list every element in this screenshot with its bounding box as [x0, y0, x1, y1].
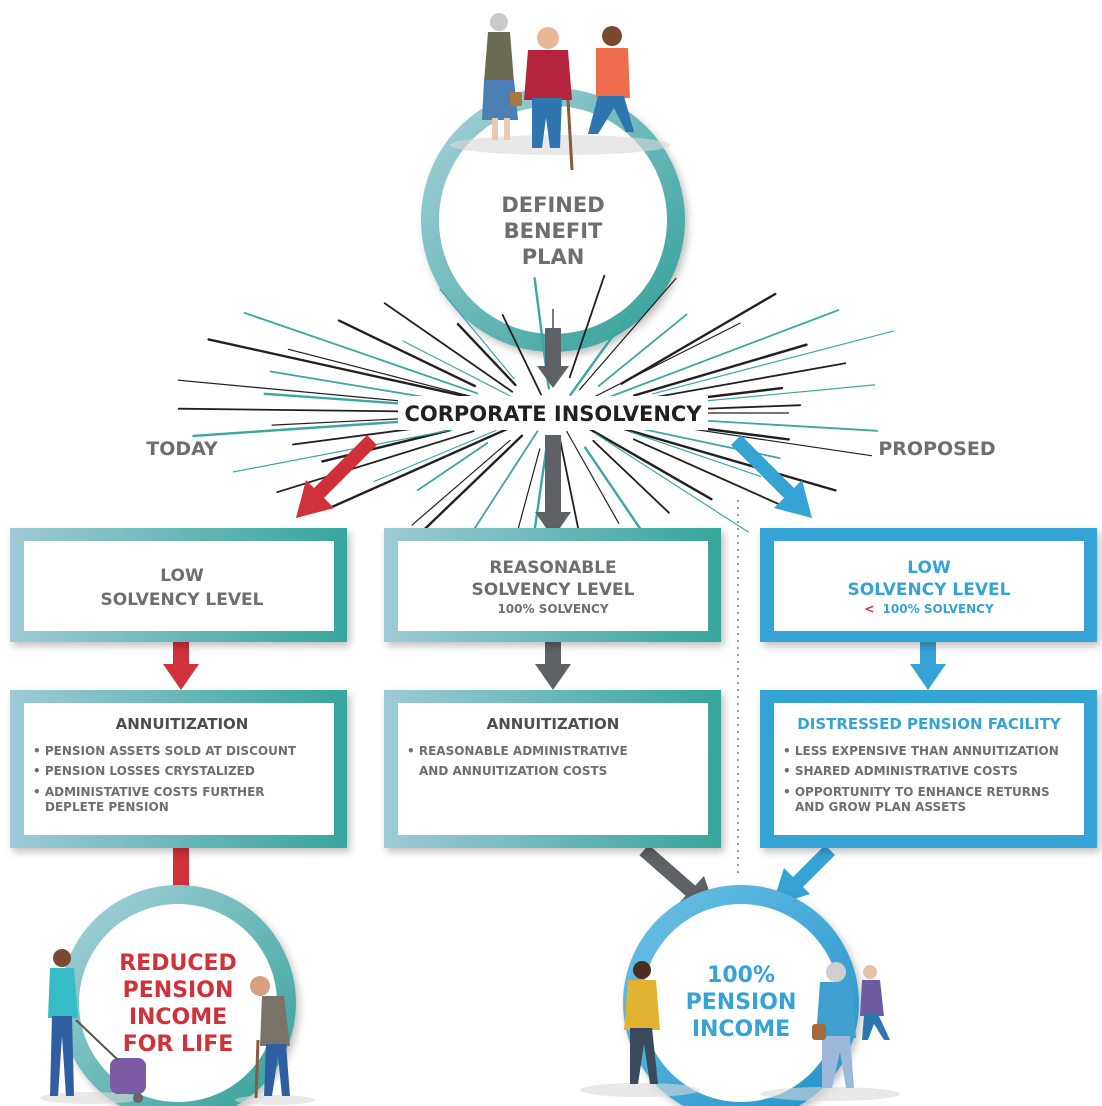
burst-ray — [269, 370, 444, 402]
middle-solvency-sub: 100% SOLVENCY — [497, 602, 608, 616]
burst-ray — [597, 313, 688, 387]
burst-ray — [287, 348, 486, 401]
proposed-solvency-box: LOW SOLVENCY LEVEL < 100% SOLVENCY — [760, 528, 1097, 642]
burst-ray — [610, 309, 840, 398]
today-bullet-1: • PENSION ASSETS SOLD AT DISCOUNT — [33, 744, 297, 758]
burst-ray — [439, 288, 515, 380]
arrow-today-solvency-to-annuitization — [163, 642, 199, 690]
today-solvency-box: LOW SOLVENCY LEVEL — [10, 528, 347, 642]
middle-solvency-line-2: SOLVENCY LEVEL — [472, 580, 635, 600]
today-bullet-3-line-1: • ADMINISTATIVE COSTS FURTHER — [33, 785, 265, 799]
reduced-income-line-3: INCOME — [129, 1005, 227, 1030]
burst-ray — [243, 311, 479, 395]
defined-benefit-line-3: PLAN — [522, 245, 585, 269]
reduced-income-node: REDUCED PENSION INCOME FOR LIFE — [60, 885, 296, 1106]
middle-solvency-box: REASONABLE SOLVENCY LEVEL 100% SOLVENCY — [384, 528, 721, 642]
distressed-pension-facility-box: DISTRESSED PENSION FACILITY • LESS EXPEN… — [760, 690, 1097, 848]
burst-ray — [337, 319, 476, 388]
today-annuitization-title: ANNUITIZATION — [116, 715, 249, 733]
today-label: TODAY — [146, 438, 218, 460]
burst-ray — [566, 430, 620, 524]
svg-text:< 100% SOLVENCY: < 100% SOLVENCY — [864, 602, 994, 616]
burst-ray — [569, 308, 633, 396]
full-income-line-1: 100% — [707, 963, 775, 988]
burst-ray — [592, 439, 670, 514]
full-income-line-2: PENSION — [686, 990, 797, 1015]
burst-ray — [373, 429, 497, 483]
arrow-middle-solvency-to-annuitization — [535, 642, 571, 690]
burst-ray — [617, 426, 837, 492]
arrow-top-to-insolvency — [537, 328, 569, 388]
reduced-income-line-1: REDUCED — [119, 951, 237, 976]
facility-bullet-1: • LESS EXPENSIVE THAN ANNUITIZATION — [783, 744, 1059, 758]
burst-ray — [402, 340, 515, 399]
defined-benefit-line-1: DEFINED — [501, 193, 604, 217]
arrow-proposed-solvency-to-facility — [910, 642, 946, 690]
burst-ray — [321, 429, 451, 463]
proposed-less-than-marker: < — [864, 602, 874, 616]
burst-ray — [663, 424, 873, 457]
burst-ray — [501, 314, 542, 396]
middle-bullet-1-line-1: • REASONABLE ADMINISTRATIVE — [407, 744, 628, 758]
middle-bullet-1-line-2: AND ANNUITIZATION COSTS — [419, 764, 607, 778]
middle-solvency-line-1: REASONABLE — [489, 558, 616, 578]
arrow-insolvency-to-middle — [535, 435, 571, 538]
burst-ray — [416, 442, 489, 492]
burst-ray — [620, 292, 777, 385]
struggling-retirees-illustration — [40, 949, 315, 1105]
arrow-insolvency-to-proposed — [731, 435, 812, 518]
today-bullet-3-line-2: DEPLETE PENSION — [45, 800, 169, 814]
defined-benefit-line-2: BENEFIT — [504, 219, 603, 243]
facility-title: DISTRESSED PENSION FACILITY — [797, 715, 1062, 733]
happy-retirees-illustration — [580, 961, 900, 1101]
reduced-income-line-4: FOR LIFE — [123, 1032, 234, 1057]
burst-ray — [411, 439, 511, 526]
middle-annuitization-title: ANNUITIZATION — [487, 715, 620, 733]
burst-ray — [383, 302, 514, 393]
today-solvency-line-1: LOW — [160, 566, 204, 586]
burst-ray — [632, 343, 808, 397]
facility-bullet-3-line-1: • OPPORTUNITY TO ENHANCE RETURNS — [783, 785, 1050, 799]
full-income-node: 100% PENSION INCOME — [623, 885, 859, 1106]
burst-ray — [595, 433, 749, 533]
corporate-insolvency-label: CORPORATE INSOLVENCY — [404, 402, 702, 426]
today-annuitization-box: ANNUITIZATION • PENSION ASSETS SOLD AT D… — [10, 690, 347, 848]
proposed-label: PROPOSED — [878, 438, 995, 460]
burst-ray — [578, 277, 677, 391]
burst-ray — [652, 330, 894, 395]
facility-bullet-3-line-2: AND GROW PLAN ASSETS — [795, 800, 966, 814]
burst-ray — [591, 322, 741, 399]
full-income-line-3: INCOME — [692, 1017, 790, 1042]
today-solvency-line-2: SOLVENCY LEVEL — [101, 590, 264, 610]
arrow-insolvency-to-today — [296, 435, 377, 518]
burst-ray — [472, 430, 539, 531]
defined-benefit-plan-node: DEFINED BENEFIT PLAN — [421, 88, 685, 352]
today-bullet-2: • PENSION LOSSES CRYSTALIZED — [33, 764, 255, 778]
burst-ray — [456, 323, 517, 387]
burst-ray — [327, 425, 513, 510]
burst-ray — [207, 338, 501, 405]
burst-ray — [568, 274, 606, 379]
burst-ray — [632, 438, 799, 514]
proposed-solvency-line-2: SOLVENCY LEVEL — [848, 580, 1011, 600]
retirees-walking-illustration — [450, 13, 670, 171]
proposed-solvency-line-1: LOW — [907, 558, 951, 578]
burst-ray — [587, 427, 713, 501]
reduced-income-line-2: PENSION — [123, 978, 234, 1003]
facility-bullet-2: • SHARED ADMINISTRATIVE COSTS — [783, 764, 1018, 778]
insolvency-burst — [177, 274, 894, 565]
insolvency-label-pad — [398, 396, 708, 430]
burst-ray — [629, 431, 762, 477]
burst-ray — [276, 430, 475, 494]
proposed-solvency-sub: 100% SOLVENCY — [883, 602, 994, 616]
middle-annuitization-box: ANNUITIZATION • REASONABLE ADMINISTRATIV… — [384, 690, 721, 848]
